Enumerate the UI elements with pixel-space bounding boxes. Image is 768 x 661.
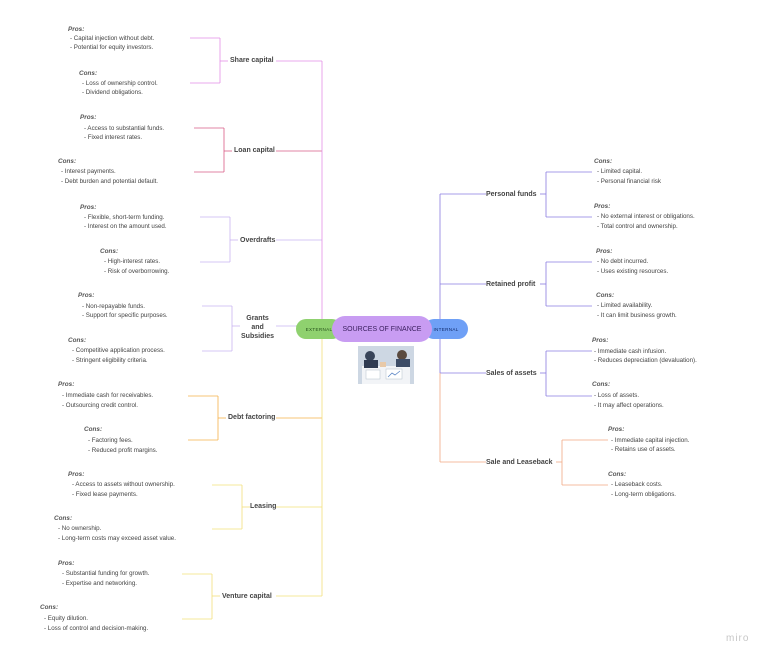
debt-factoring-cons-header: Cons: — [84, 426, 103, 433]
overdrafts-con-2: - Risk of overborrowing. — [104, 268, 170, 275]
grants-pro-2: - Support for specific purposes. — [82, 312, 168, 319]
leasing-con-2: - Long-term costs may exceed asset value… — [58, 535, 176, 542]
sales-of-assets-pro-2: - Reduces depreciation (devaluation). — [594, 357, 697, 364]
sale-leaseback-pro-1: - Immediate capital injection. — [611, 437, 690, 444]
overdrafts-cons-header: Cons: — [100, 248, 119, 255]
venture-capital-pro-1: - Substantial funding for growth. — [62, 570, 150, 577]
grants-pro-1: - Non-repayable funds. — [82, 303, 145, 310]
overdrafts-label[interactable]: Overdrafts — [240, 237, 276, 244]
loan-capital-pro-1: - Access to substantial funds. — [84, 125, 165, 132]
overdrafts-pro-2: - Interest on the amount used. — [84, 223, 167, 230]
sales-of-assets-label[interactable]: Sales of assets — [486, 370, 537, 377]
debt-factoring-pros-header: Pros: — [58, 381, 75, 388]
debt-factoring-pro-2: - Outsourcing credit control. — [62, 402, 138, 409]
leasing-con-1: - No ownership. — [58, 525, 102, 532]
venture-capital-label[interactable]: Venture capital — [222, 593, 272, 600]
sale-leaseback-cons-header: Cons: — [608, 471, 627, 478]
sales-of-assets-cons-header: Cons: — [592, 381, 611, 388]
share-capital-cons-header: Cons: — [79, 70, 98, 77]
personal-funds-con-1: - Limited capital. — [597, 168, 643, 175]
share-capital-con-1: - Loss of ownership control. — [82, 80, 158, 87]
sales-of-assets-pro-1: - Immediate cash infusion. — [594, 348, 667, 355]
leasing-pro-2: - Fixed lease payments. — [72, 491, 138, 498]
venture-capital-con-2: - Loss of control and decision-making. — [44, 625, 149, 632]
share-capital-label[interactable]: Share capital — [230, 57, 274, 64]
loan-capital-pros-header: Pros: — [80, 114, 97, 121]
personal-funds-cons-header: Cons: — [594, 158, 613, 165]
leasing-cons-header: Cons: — [54, 515, 73, 522]
personal-funds-con-2: - Personal financial risk — [597, 178, 661, 185]
external-tag[interactable]: EXTERNAL — [296, 319, 342, 339]
overdrafts-con-1: - High-interest rates. — [104, 258, 161, 265]
leasing-label[interactable]: Leasing — [250, 503, 277, 510]
debt-factoring-label[interactable]: Debt factoring — [228, 414, 276, 421]
sale-leaseback-pro-2: - Retains use of assets. — [611, 446, 676, 453]
sales-of-assets-pros-header: Pros: — [592, 337, 609, 344]
overdrafts-pro-1: - Flexible, short-term funding. — [84, 214, 165, 221]
retained-profit-pro-1: - No debt incurred. — [597, 258, 649, 265]
retained-profit-pros-header: Pros: — [596, 248, 613, 255]
retained-profit-con-2: - It can limit business growth. — [597, 312, 677, 319]
retained-profit-cons-header: Cons: — [596, 292, 615, 299]
share-capital-con-2: - Dividend obligations. — [82, 89, 143, 96]
leasing-pros-header: Pros: — [68, 471, 85, 478]
sales-of-assets-con-1: - Loss of assets. — [594, 392, 640, 399]
venture-capital-con-1: - Equity dilution. — [44, 615, 89, 622]
grants-cons-header: Cons: — [68, 337, 87, 344]
overdrafts-pros-header: Pros: — [80, 204, 97, 211]
sale-and-leaseback-label[interactable]: Sale and Leaseback — [486, 459, 553, 466]
internal-tag[interactable]: INTERNAL — [424, 319, 468, 339]
grants-con-2: - Stringent eligibility criteria. — [72, 357, 148, 364]
venture-capital-cons-header: Cons: — [40, 604, 59, 611]
retained-profit-pro-2: - Uses existing resources. — [597, 268, 669, 275]
sales-of-assets-con-2: - It may affect operations. — [594, 402, 664, 409]
venture-capital-pro-2: - Expertise and networking. — [62, 580, 137, 587]
personal-funds-pro-2: - Total control and ownership. — [597, 223, 678, 230]
miro-watermark: miro — [726, 633, 750, 644]
debt-factoring-pro-1: - Immediate cash for receivables. — [62, 392, 154, 399]
grants-con-1: - Competitive application process. — [72, 347, 165, 354]
share-capital-pro-2: - Potential for equity investors. — [70, 44, 154, 51]
central-topic-sources-of-finance[interactable]: SOURCES OF FINANCE — [332, 316, 432, 342]
share-capital-pros-header: Pros: — [68, 26, 85, 33]
loan-capital-label[interactable]: Loan capital — [234, 147, 275, 154]
sale-leaseback-con-2: - Long-term obligations. — [611, 491, 677, 498]
personal-funds-pro-1: - No external interest or obligations. — [597, 213, 695, 220]
debt-factoring-con-1: - Factoring fees. — [88, 437, 133, 444]
loan-capital-con-1: - Interest payments. — [61, 168, 116, 175]
retained-profit-label[interactable]: Retained profit — [486, 281, 536, 288]
retained-profit-con-1: - Limited availability. — [597, 302, 653, 309]
sale-leaseback-con-1: - Leaseback costs. — [611, 481, 663, 488]
grants-subsidies-label[interactable]: Grants and Subsidies — [241, 315, 275, 340]
loan-capital-cons-header: Cons: — [58, 158, 77, 165]
leasing-pro-1: - Access to assets without ownership. — [72, 481, 175, 488]
loan-capital-con-2: - Debt burden and potential default. — [61, 178, 159, 185]
debt-factoring-con-2: - Reduced profit margins. — [88, 447, 158, 454]
share-capital-pro-1: - Capital injection without debt. — [70, 35, 155, 42]
personal-funds-pros-header: Pros: — [594, 203, 611, 210]
personal-funds-label[interactable]: Personal funds — [486, 191, 537, 198]
grants-pros-header: Pros: — [78, 292, 95, 299]
loan-capital-pro-2: - Fixed interest rates. — [84, 134, 143, 141]
sale-leaseback-pros-header: Pros: — [608, 426, 625, 433]
venture-capital-pros-header: Pros: — [58, 560, 75, 567]
business-meeting-photo — [358, 346, 414, 384]
